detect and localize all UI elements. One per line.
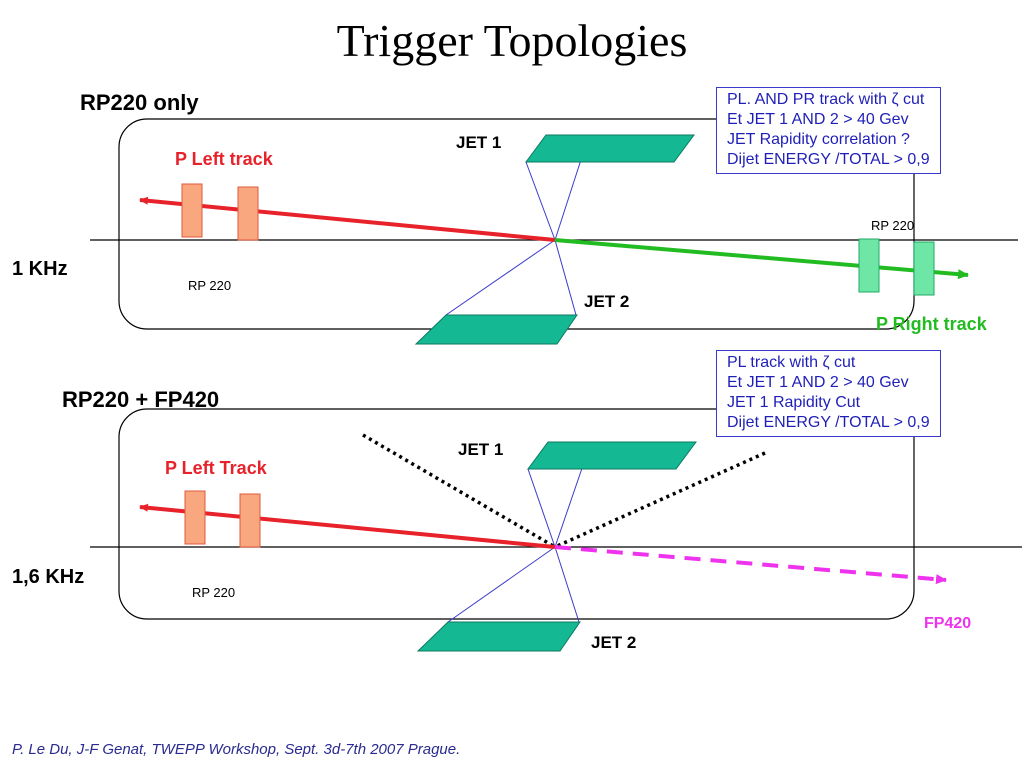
panel-1-right-track xyxy=(554,238,969,280)
panel-1-rp-right-pot-a xyxy=(858,238,880,293)
panel-2-rp-left-label: RP 220 xyxy=(192,585,236,600)
panel-2-fp420-label: FP420 xyxy=(924,615,972,632)
panel-2-left-track xyxy=(139,503,556,549)
panel-1-left-track xyxy=(139,196,556,242)
panel-2-section-label: RP220 + FP420 xyxy=(62,387,220,412)
panel-1-rp-left-pot-b xyxy=(237,186,259,241)
panel-1-right-track-label: P Right track xyxy=(876,314,987,334)
panel-1-rp-left-label: RP 220 xyxy=(188,278,232,293)
panel-2-jet1-label: JET 1 xyxy=(458,440,504,459)
page-title: Trigger Topologies xyxy=(336,15,688,66)
panel-2-condition-line: Et JET 1 AND 2 > 40 Gev xyxy=(727,374,909,391)
panel-1-condition-line: Et JET 1 AND 2 > 40 Gev xyxy=(727,111,909,128)
panel-1-rp-left-pot-a xyxy=(181,183,203,238)
panel-2-left-track-label: P Left Track xyxy=(165,458,267,478)
panel-2-fp420-track xyxy=(554,545,947,585)
panel-2-rp-left-pot-b xyxy=(239,493,261,548)
panel-1-rp-right-pot-b xyxy=(913,241,935,296)
panel-2-condition-line: JET 1 Rapidity Cut xyxy=(727,394,861,411)
panel-2-jet2-shape xyxy=(416,621,581,652)
panel-2-condition-line: PL track with ζ cut xyxy=(727,354,856,371)
panel-1-condition-line: PL. AND PR track with ζ cut xyxy=(727,91,925,108)
panel-2-rate-label: 1,6 KHz xyxy=(12,566,85,588)
panel-1-jet2-shape xyxy=(414,314,578,345)
panel-2-rp-left-pot-a xyxy=(184,490,206,545)
panel-1-jet2-label: JET 2 xyxy=(584,292,630,311)
footer-citation: P. Le Du, J-F Genat, TWEPP Workshop, Sep… xyxy=(12,741,461,758)
panel-1-condition-line: JET Rapidity correlation ? xyxy=(727,131,910,148)
panel-2-cut-line-right xyxy=(554,451,766,549)
panel-1-rp-right-label: RP 220 xyxy=(871,218,915,233)
panel-1-jet-cone xyxy=(445,134,590,316)
panel-2-trigger-conditions: PL track with ζ cut Et JET 1 AND 2 > 40 … xyxy=(716,350,941,437)
panel-2-jet1-shape xyxy=(527,441,697,470)
panel-2-jet2-label: JET 2 xyxy=(591,633,637,652)
panel-1-condition-line: Dijet ENERGY /TOTAL > 0,9 xyxy=(727,151,930,168)
panel-1-rate-label: 1 KHz xyxy=(12,258,68,280)
panel-2-frame xyxy=(118,408,915,620)
panel-1-trigger-conditions: PL. AND PR track with ζ cut Et JET 1 AND… xyxy=(716,87,941,174)
panel-2-cut-line-left xyxy=(362,433,556,549)
panel-1-jet1-label: JET 1 xyxy=(456,133,502,152)
panel-1-left-track-label: P Left track xyxy=(175,149,273,169)
panel-2-condition-line: Dijet ENERGY /TOTAL > 0,9 xyxy=(727,414,930,431)
panel-1-jet1-shape xyxy=(525,134,695,163)
panel-1-section-label: RP220 only xyxy=(80,90,199,115)
